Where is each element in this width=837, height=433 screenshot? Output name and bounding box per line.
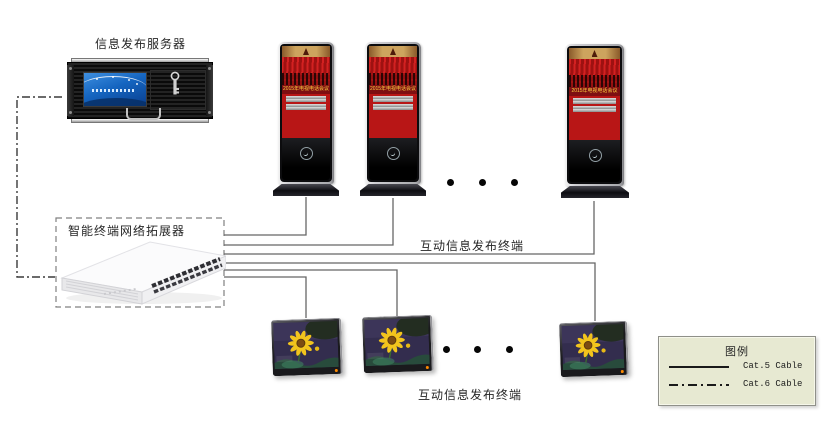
kiosk-text-block	[573, 106, 616, 112]
kiosk-screen: 2015年电视电话会议	[569, 48, 620, 140]
server-front-door	[150, 70, 206, 110]
monitor-screen	[561, 320, 631, 371]
cable-monitor-3	[224, 262, 596, 321]
kiosk-text-block	[286, 104, 326, 110]
ellipsis-dot	[511, 179, 518, 186]
cable-kiosk-1	[224, 197, 307, 236]
kiosk-stage-banner	[369, 46, 417, 57]
kiosk-curtain	[369, 57, 417, 73]
emblem-circle-icon	[588, 149, 602, 162]
server-device	[67, 58, 213, 123]
monitor-terminal-3	[559, 320, 631, 378]
sunflower-graphic	[287, 330, 320, 362]
kiosk-base	[273, 184, 339, 196]
cat6-uplink-line	[16, 96, 62, 278]
cable-monitor-2	[224, 269, 398, 316]
legend-title: 图例	[725, 346, 749, 358]
legend-label-cat6: Cat.6 Cable	[743, 379, 803, 389]
monitor-terminal-2	[362, 314, 437, 374]
switch-ports-row-1	[151, 257, 221, 288]
cable-kiosk-3	[224, 201, 595, 255]
monitor-screen	[364, 314, 437, 367]
solid-line-sample	[669, 366, 729, 368]
kiosk-audience	[282, 73, 330, 85]
legend-box: 图例 Cat.5 Cable Cat.6 Cable	[658, 336, 816, 406]
dashdot-line-sample	[669, 384, 729, 386]
kiosk-curtain	[569, 59, 620, 75]
kiosk-terminal-2: 2015年电视电话会议	[365, 42, 421, 184]
ellipsis-dot	[443, 346, 450, 353]
server-screen-text	[92, 89, 136, 92]
power-led	[425, 365, 429, 370]
kiosk-terminal-1: 2015年电视电话会议	[278, 42, 334, 184]
monitor-group-label: 互动信息发布终端	[418, 388, 523, 402]
kiosk-screen-title: 2015年电视电话会议	[369, 85, 417, 94]
sunflower-graphic	[575, 333, 606, 363]
monitor-screen	[273, 317, 346, 370]
kiosk-text-block	[286, 96, 326, 102]
kiosk-audience	[569, 75, 620, 87]
switch-label: 智能终端网络拓展器	[68, 224, 186, 238]
kiosk-stage-banner	[569, 48, 620, 59]
key-icon	[170, 71, 180, 95]
kiosk-text-block	[373, 96, 413, 102]
server-label: 信息发布服务器	[95, 37, 187, 51]
legend-row-cat5: Cat.5 Cable	[669, 361, 807, 373]
kiosk-terminal-3: 2015年电视电话会议	[565, 44, 624, 186]
screw-icon	[208, 111, 211, 114]
ellipsis-dot	[447, 179, 454, 186]
kiosk-lower-panel	[369, 138, 417, 180]
legend-label-cat5: Cat.5 Cable	[743, 361, 803, 371]
sunflower-graphic	[378, 327, 411, 359]
kiosk-screen: 2015年电视电话会议	[282, 46, 330, 138]
switch-device	[60, 241, 226, 305]
server-rack-ear-right	[206, 65, 213, 116]
cable-kiosk-2	[224, 198, 394, 246]
kiosk-lower-panel	[569, 140, 620, 182]
server-chassis	[67, 62, 213, 120]
kiosk-base	[561, 186, 629, 198]
screw-icon	[208, 67, 211, 70]
screw-icon	[69, 111, 72, 114]
legend-row-cat6: Cat.6 Cable	[669, 379, 807, 391]
kiosk-base	[360, 184, 426, 196]
kiosk-curtain	[282, 57, 330, 73]
screw-icon	[69, 67, 72, 70]
server-lcd-screen	[83, 72, 147, 107]
server-rack-ear-left	[67, 65, 74, 116]
ellipsis-dot	[474, 346, 481, 353]
power-led	[620, 369, 624, 374]
kiosk-screen-title: 2015年电视电话会议	[569, 87, 620, 96]
switch-ports-row-2	[153, 263, 223, 294]
power-led	[334, 368, 338, 373]
kiosk-audience	[369, 73, 417, 85]
monitor-terminal-1	[271, 317, 346, 377]
kiosk-stage-banner	[282, 46, 330, 57]
ellipsis-dot	[506, 346, 513, 353]
ellipsis-dot	[479, 179, 486, 186]
emblem-circle-icon	[300, 147, 313, 160]
kiosk-group-label: 互动信息发布终端	[420, 239, 525, 253]
kiosk-text-block	[573, 98, 616, 104]
kiosk-lower-panel	[282, 138, 330, 180]
kiosk-text-block	[373, 104, 413, 110]
kiosk-screen: 2015年电视电话会议	[369, 46, 417, 138]
emblem-circle-icon	[387, 147, 400, 160]
kiosk-screen-title: 2015年电视电话会议	[282, 85, 330, 94]
server-handle	[126, 108, 161, 120]
cable-monitor-1	[224, 276, 307, 318]
